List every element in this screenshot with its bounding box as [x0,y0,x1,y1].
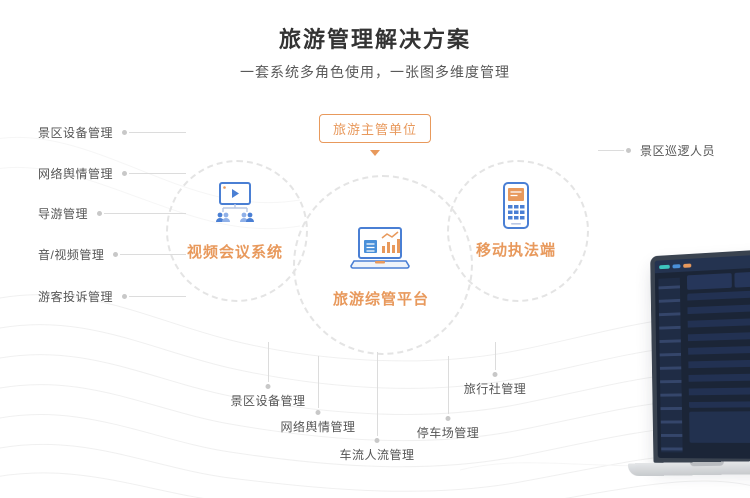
down-arrow-icon [370,150,380,156]
dashboard-stat-card [686,273,732,290]
laptop-screen [650,248,750,465]
connector-dot [265,384,271,389]
video-conference-icon [216,182,254,222]
bottom-module-label: 网络舆情管理 [280,420,356,434]
topbar-chip [659,264,670,269]
connector-dot [492,372,498,377]
right-module-label: 景区巡逻人员 [640,144,716,158]
connector-line [129,296,186,297]
left-module-item: 网络舆情管理 [38,165,186,182]
video-conference-label: 视频会议系统 [186,244,283,261]
connector-line [598,150,624,151]
connector-dot [122,294,128,299]
bottom-module-label: 景区设备管理 [230,394,306,408]
platform-label: 旅游综管平台 [332,291,429,308]
dashboard-table [687,289,750,408]
dashboard-sidebar [654,271,687,459]
connector-line [495,342,496,370]
page-subtitle: 一套系统多角色使用，一张图多维度管理 [240,64,510,80]
connector-dot [97,211,103,216]
laptop-chart-icon [350,227,410,269]
connector-line [129,132,186,133]
left-module-label: 游客投诉管理 [38,290,114,304]
dashboard-panel [689,411,750,443]
laptop-base-notch [689,461,724,467]
connector-line [104,213,186,214]
connector-line [318,356,319,408]
left-module-label: 导游管理 [38,207,89,221]
left-module-item: 游客投诉管理 [38,288,186,305]
connector-line [377,352,378,436]
connector-dot [113,252,119,257]
dashboard-stat-card [733,270,750,288]
authority-label: 旅游主管单位 [332,122,418,137]
connector-line [120,254,186,255]
dashboard-ui [654,253,750,459]
topbar-chip [683,263,692,268]
right-module-item: 景区巡逻人员 [598,142,715,159]
bottom-module-label: 车流人流管理 [339,448,415,462]
bottom-module-label: 停车场管理 [416,426,480,440]
page-title: 旅游管理解决方案 [278,27,471,52]
connector-dot [122,171,128,176]
mobile-terminal-icon [503,182,529,229]
ring-mobile [447,160,589,302]
left-module-item: 导游管理 [38,205,186,222]
left-module-item: 景区设备管理 [38,124,186,141]
left-module-label: 景区设备管理 [38,126,114,140]
laptop-base [627,460,750,477]
left-module-label: 网络舆情管理 [38,167,114,181]
mobile-enforcement-label: 移动执法端 [475,242,556,259]
left-module-label: 音/视频管理 [38,248,105,262]
left-module-item: 音/视频管理 [38,246,186,263]
connector-line [448,356,449,414]
bottom-module-label: 旅行社管理 [463,382,527,396]
authority-label-box: 旅游主管单位 [318,114,432,143]
connector-line [268,342,269,382]
connector-dot [445,416,451,421]
connector-line [129,173,186,174]
connector-dot [374,438,380,443]
connector-dot [122,130,128,135]
dashboard-main [683,266,750,459]
connector-dot [315,410,321,415]
topbar-chip [672,263,681,268]
connector-dot [626,148,631,153]
dashboard-laptop-mockup [627,248,750,494]
